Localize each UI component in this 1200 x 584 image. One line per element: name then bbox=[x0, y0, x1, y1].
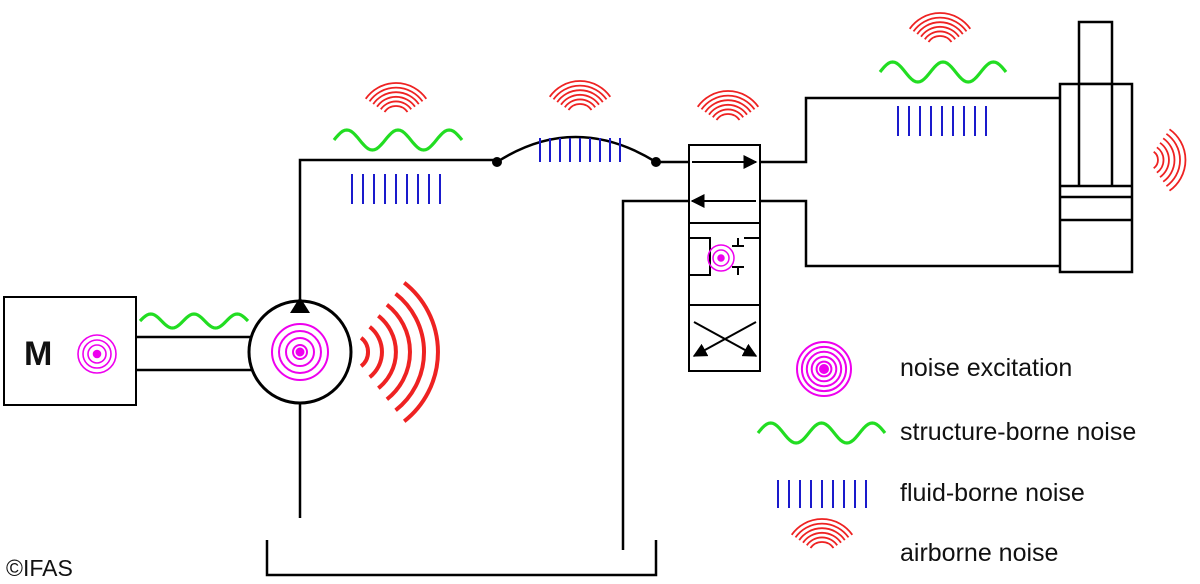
legend-item-excitation: noise excitation bbox=[796, 341, 1072, 397]
structure-wave-cylinder-line bbox=[878, 60, 1008, 84]
structure-borne-noise-indicators bbox=[138, 60, 1008, 330]
hydraulic-lines bbox=[265, 96, 1060, 577]
fluid-borne-noise-icon bbox=[777, 480, 867, 508]
legend-airborne-arcs bbox=[790, 518, 854, 549]
fluid-marks-pressure-line bbox=[351, 174, 441, 204]
valve-to-cylinder-line bbox=[760, 96, 1060, 164]
hose-joint-right bbox=[651, 157, 661, 167]
hose-arc bbox=[496, 135, 657, 164]
pump-flow-triangle-icon bbox=[290, 297, 310, 313]
airborne-cylinder-line bbox=[908, 12, 972, 43]
motor: M bbox=[3, 296, 137, 406]
cylinder-return-line bbox=[760, 199, 1060, 268]
legend-item-airborne: airborne noise bbox=[790, 518, 1058, 567]
valve-noise-source-icon bbox=[707, 244, 735, 272]
cylinder-barrel bbox=[1058, 82, 1134, 274]
motor-housing bbox=[3, 296, 137, 406]
airborne-hose bbox=[548, 80, 612, 111]
valve-blocked-ports bbox=[689, 237, 760, 276]
airborne-pump bbox=[359, 281, 440, 423]
cylinder-rod bbox=[1077, 20, 1114, 86]
directional-valve bbox=[688, 144, 761, 372]
legend-target-rings bbox=[796, 341, 852, 397]
motor-noise-source-icon bbox=[77, 334, 117, 374]
airborne-valve bbox=[696, 90, 760, 121]
structure-wave-shaft bbox=[138, 312, 250, 330]
fluid-marks-hose bbox=[539, 138, 621, 162]
airborne-noise-indicators bbox=[359, 12, 1187, 423]
legend-label-structure: structure-borne noise bbox=[900, 418, 1136, 446]
pressure-line bbox=[298, 158, 497, 300]
legend-item-fluid: fluid-borne noise bbox=[777, 479, 1085, 508]
pump-noise-source-icon bbox=[271, 323, 329, 381]
motor-label: M bbox=[24, 335, 52, 373]
airborne-cylinder bbox=[1153, 128, 1187, 192]
legend-ticks bbox=[777, 480, 867, 508]
noise-excitation-icon bbox=[796, 341, 852, 397]
fluid-marks-cylinder-line bbox=[897, 106, 987, 136]
hose-joint-left bbox=[492, 157, 502, 167]
valve-cross-arrow-2-icon bbox=[692, 321, 757, 357]
structure-borne-noise-icon bbox=[756, 421, 887, 445]
legend-label-excitation: noise excitation bbox=[900, 354, 1072, 382]
motor-shaft bbox=[136, 335, 252, 372]
copyright-label: ©IFAS bbox=[6, 555, 73, 581]
legend-wave bbox=[756, 421, 887, 445]
airborne-pressure-line bbox=[364, 82, 428, 113]
legend-item-structure: structure-borne noise bbox=[756, 418, 1136, 446]
legend: noise excitation structure-borne noise f… bbox=[756, 341, 1136, 567]
fluid-borne-noise-indicators bbox=[351, 106, 987, 204]
tank-return-line bbox=[621, 199, 689, 550]
tank bbox=[265, 540, 658, 577]
legend-label-fluid: fluid-borne noise bbox=[900, 479, 1085, 507]
legend-label-airborne: airborne noise bbox=[900, 539, 1058, 567]
pump bbox=[247, 297, 353, 405]
hydraulic-cylinder bbox=[1058, 20, 1134, 274]
structure-wave-pressure-line bbox=[332, 128, 464, 152]
airborne-noise-icon bbox=[790, 518, 854, 549]
